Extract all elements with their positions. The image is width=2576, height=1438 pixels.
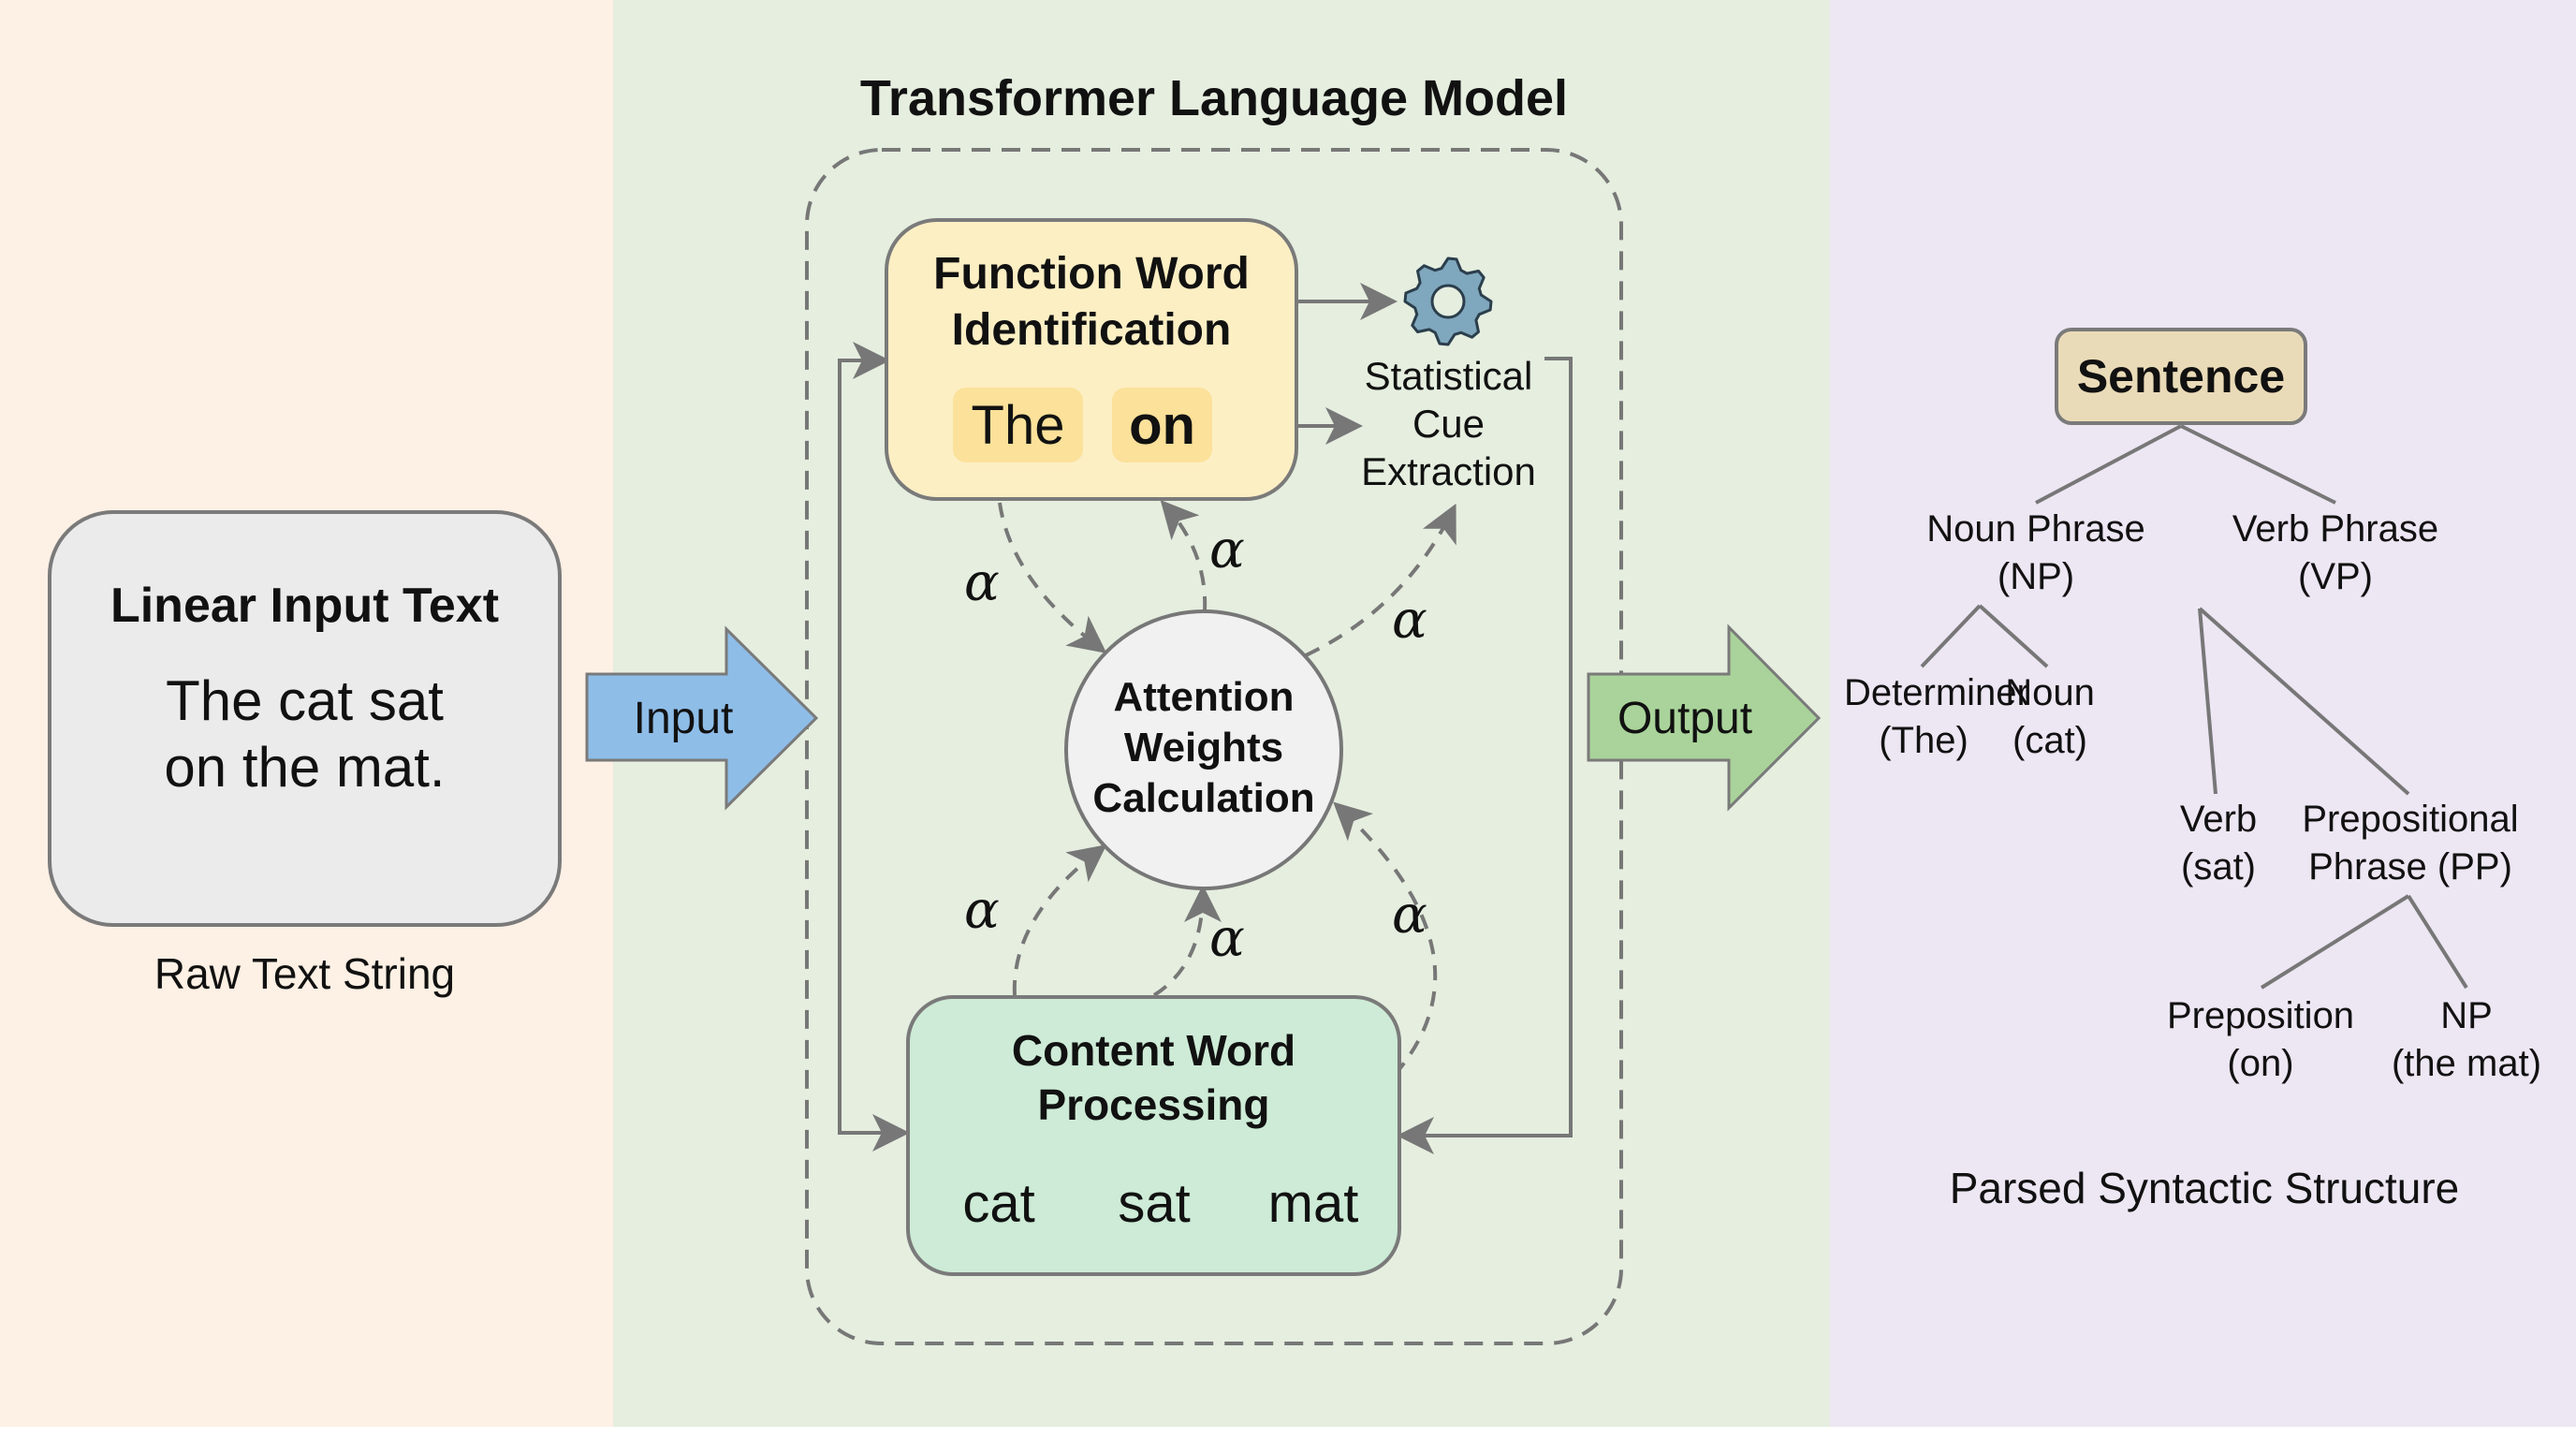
tree-edge-vp-verb [2198, 608, 2217, 795]
content-word-title-line1: Content Word [1011, 1026, 1296, 1075]
tree-node-prep-phrase: Prepositional Phrase (PP) [2289, 796, 2532, 891]
prep-phrase-line1: Prepositional [2302, 799, 2519, 840]
statistical-cue-line3: Extraction [1361, 449, 1536, 493]
preposition-line1: Preposition [2166, 995, 2355, 1036]
statistical-cue-line2: Cue [1412, 402, 1486, 446]
content-token-cat: cat [962, 1173, 1035, 1234]
output-arrow-label: Output [1617, 694, 1753, 743]
verb-line2: (sat) [2181, 846, 2256, 888]
verb-line1: Verb [2179, 799, 2258, 840]
determiner-line2: (The) [1879, 720, 1969, 761]
tree-node-noun: Noun (cat) [2003, 669, 2097, 765]
model-title: Transformer Language Model [859, 70, 1569, 126]
tree-node-np-mat: NP (the mat) [2378, 992, 2555, 1088]
tree-edge-pp-np [2407, 894, 2468, 990]
tree-node-noun-phrase: Noun Phrase (NP) [1886, 506, 2186, 601]
noun-phrase-line2: (NP) [1997, 556, 2075, 597]
verb-phrase-line1: Verb Phrase [2232, 508, 2439, 550]
attention-arrow-content-to-node-left [1012, 844, 1107, 996]
tree-root-sentence: Sentence [2055, 328, 2307, 425]
attention-node-line2: Weights [1123, 725, 1284, 770]
np-mat-line2: (the mat) [2391, 1043, 2542, 1084]
linear-input-title: Linear Input Text [110, 579, 500, 633]
function-token-on: on [1112, 388, 1212, 462]
function-token-the: The [953, 388, 1083, 462]
attention-arrow-node-to-cue [1305, 503, 1456, 657]
tree-edge-np-noun [1978, 604, 2049, 668]
attention-node-line1: Attention [1113, 674, 1295, 720]
attention-arrow-content-to-node-mid [1152, 885, 1222, 997]
function-word-title-line1: Function Word [933, 249, 1250, 299]
output-panel [1830, 0, 2576, 1427]
output-arrow [1587, 624, 1822, 812]
tree-edge-s-np [2035, 424, 2182, 505]
feedback-right [1397, 357, 1573, 1154]
alpha-label: α [1209, 520, 1245, 580]
raw-text-caption: Raw Text String [154, 949, 456, 998]
function-word-title-line2: Identification [951, 305, 1232, 355]
content-token-mat: mat [1267, 1173, 1359, 1234]
noun-line2: (cat) [2012, 720, 2087, 761]
determiner-line1: Determiner [1844, 672, 2029, 713]
input-sentence-line2: on the mat. [164, 736, 446, 799]
alpha-label: α [1209, 908, 1245, 969]
gear-hole [1430, 284, 1466, 319]
tree-edge-np-det [1920, 604, 1982, 668]
function-word-box: Function Word Identification [885, 218, 1298, 501]
verb-phrase-line2: (VP) [2298, 556, 2373, 597]
attention-arrow-node-to-function [1160, 500, 1208, 612]
alpha-label: α [964, 552, 1000, 613]
parsed-structure-caption: Parsed Syntactic Structure [1949, 1164, 2460, 1212]
linear-input-box: Linear Input Text The cat sat on the mat… [48, 510, 562, 927]
noun-line1: Noun [2005, 672, 2095, 713]
content-word-title-line2: Processing [1037, 1080, 1270, 1129]
input-sentence-line1: The cat sat [166, 669, 444, 732]
content-token-sat: sat [1118, 1173, 1191, 1234]
attention-arrow-function-to-node [998, 502, 1107, 653]
gear-icon [1403, 257, 1493, 346]
statistical-cue-line1: Statistical [1364, 354, 1533, 398]
attention-node-line3: Calculation [1092, 775, 1315, 821]
preposition-line2: (on) [2227, 1043, 2294, 1084]
tree-edge-vp-pp [2198, 607, 2410, 796]
alpha-label: α [964, 880, 1000, 941]
noun-phrase-line1: Noun Phrase [1926, 508, 2145, 550]
tree-node-preposition: Preposition (on) [2153, 992, 2368, 1088]
tree-node-verb-phrase: Verb Phrase (VP) [2186, 506, 2485, 601]
tree-root-label: Sentence [2076, 350, 2286, 403]
tree-edge-s-vp [2180, 424, 2336, 505]
alpha-label: α [1392, 885, 1427, 946]
np-mat-line1: NP [2440, 995, 2493, 1036]
input-arrow [585, 625, 819, 811]
input-arrow-label: Input [633, 694, 734, 743]
tree-edge-pp-prep [2260, 894, 2410, 990]
prep-phrase-line2: Phrase (PP) [2308, 846, 2512, 888]
tree-node-verb: Verb (sat) [2162, 796, 2275, 891]
tree-node-determiner: Determiner (The) [1844, 669, 2029, 765]
attention-arrow-content-to-node-right [1333, 801, 1438, 1077]
alpha-label: α [1392, 590, 1427, 651]
attention-node-circle [1064, 609, 1343, 890]
content-word-box: Content Word Processing cat sat mat [906, 995, 1401, 1276]
